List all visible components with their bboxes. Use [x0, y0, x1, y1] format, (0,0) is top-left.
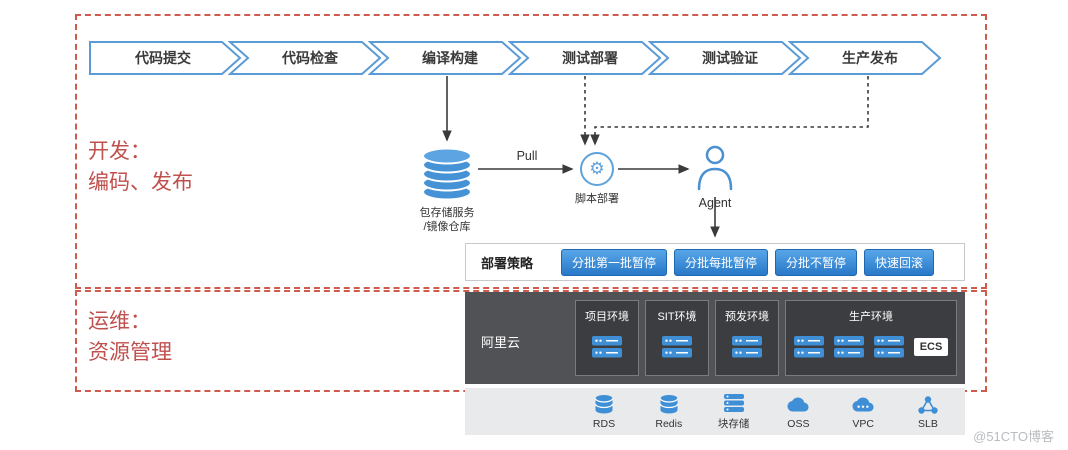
ops-section-label: 运维： 资源管理 — [88, 306, 172, 368]
service-redis: Redis — [640, 394, 698, 430]
script-deploy-label: 脚本部署 — [575, 193, 619, 205]
env-box-sit: SIT环境 — [645, 300, 709, 376]
ecs-badge: ECS — [913, 338, 949, 356]
oss-cloud-icon — [787, 397, 809, 412]
server-icon — [592, 336, 622, 358]
svg-text:测试验证: 测试验证 — [702, 50, 758, 66]
env-box-project: 项目环境 — [575, 300, 639, 376]
gear-icon: ⚙ — [589, 159, 605, 178]
server-icon — [732, 336, 762, 358]
pipeline-step-code-commit: 代码提交 — [89, 41, 242, 75]
block-storage-icon — [723, 394, 744, 412]
dev-label-line1: 开发： — [88, 140, 151, 163]
svg-text:生产发布: 生产发布 — [842, 50, 898, 66]
dev-section-label: 开发： 编码、发布 — [88, 136, 193, 198]
package-repository-icon — [422, 147, 472, 201]
svg-text:测试部署: 测试部署 — [562, 50, 618, 66]
service-slb: SLB — [899, 395, 957, 430]
ops-label-line2: 资源管理 — [88, 341, 172, 364]
svg-text:代码提交: 代码提交 — [134, 50, 191, 66]
pipeline-step-code-review: 代码检查 — [228, 41, 382, 75]
redis-icon — [659, 395, 678, 414]
batch-first-pause-button[interactable]: 分批第一批暂停 — [561, 248, 668, 276]
server-icon — [793, 336, 824, 358]
slb-icon — [918, 395, 938, 414]
script-deploy-icon: ⚙ — [580, 152, 614, 186]
agent-person-icon — [697, 145, 733, 191]
env-box-staging: 预发环境 — [715, 300, 779, 376]
package-repository-label: 包存储服务 /镜像仓库 — [419, 207, 475, 233]
deploy-strategy-row: 部署策略 分批第一批暂停 分批每批暂停 分批不暂停 快速回滚 — [465, 243, 965, 281]
deploy-strategy-buttons: 分批第一批暂停 分批每批暂停 分批不暂停 快速回滚 — [561, 248, 935, 276]
deploy-strategy-title: 部署策略 — [481, 255, 534, 271]
service-oss: OSS — [769, 394, 827, 430]
pull-label: Pull — [516, 149, 538, 163]
aliyun-cloud-box: 阿里云 项目环境 SIT环境 — [465, 292, 965, 384]
svg-text:代码检查: 代码检查 — [281, 50, 339, 66]
dev-label-line2: 编码、发布 — [88, 171, 193, 194]
pipeline-step-test-verify: 测试验证 — [648, 41, 802, 75]
pipeline-step-test-deploy: 测试部署 — [508, 41, 662, 75]
rds-icon — [594, 395, 614, 414]
service-block-storage: 块存储 — [705, 393, 763, 431]
cloud-provider-label: 阿里云 — [481, 335, 521, 350]
service-rds: RDS — [575, 394, 633, 430]
service-vpc: VPC — [834, 394, 892, 430]
server-icon — [873, 336, 904, 358]
cloud-services-strip — [465, 388, 965, 435]
server-icon — [833, 336, 864, 358]
env-box-production: 生产环境 — [785, 300, 957, 376]
pipeline-step-prod-release: 生产发布 — [788, 41, 942, 75]
pipeline-step-build: 编译构建 — [368, 41, 522, 75]
batch-no-pause-button[interactable]: 分批不暂停 — [775, 248, 858, 276]
agent-label: Agent — [698, 196, 732, 210]
fast-rollback-button[interactable]: 快速回滚 — [864, 248, 935, 276]
watermark: @51CTO博客 — [973, 429, 1054, 444]
cloud-services: RDS Redis 块存储 OSS — [575, 390, 957, 434]
dev-section-border — [75, 14, 987, 289]
svg-text:编译构建: 编译构建 — [422, 50, 478, 66]
server-icon — [662, 336, 692, 358]
batch-each-pause-button[interactable]: 分批每批暂停 — [674, 248, 769, 276]
ops-label-line1: 运维： — [88, 310, 151, 333]
vpc-cloud-icon — [852, 397, 874, 412]
